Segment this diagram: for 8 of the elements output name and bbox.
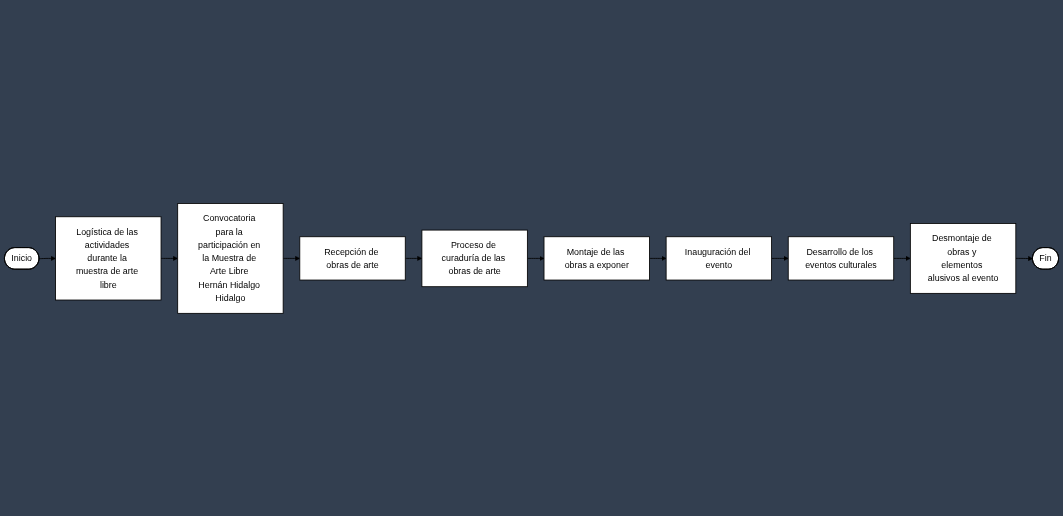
node-box: Inauguración del evento: [665, 235, 772, 281]
node-box: Proceso de curaduría de las obras de arte: [421, 229, 528, 287]
node-box: Logística de las actividades durante la muestra de arte libre: [55, 215, 162, 301]
node-box: Convocatoria para la participación en la Muestra de Arte Libre Hernán Hidalgo Hidalgo: [177, 202, 284, 314]
node-box: Montaje de las obras a exponer: [543, 235, 650, 281]
node-box: Recepción de obras de arte: [299, 235, 406, 281]
node-box: Desmontaje de obras y elementos alusivos al evento: [909, 222, 1017, 294]
node-box: Desarrollo de los eventos culturales: [787, 235, 895, 281]
